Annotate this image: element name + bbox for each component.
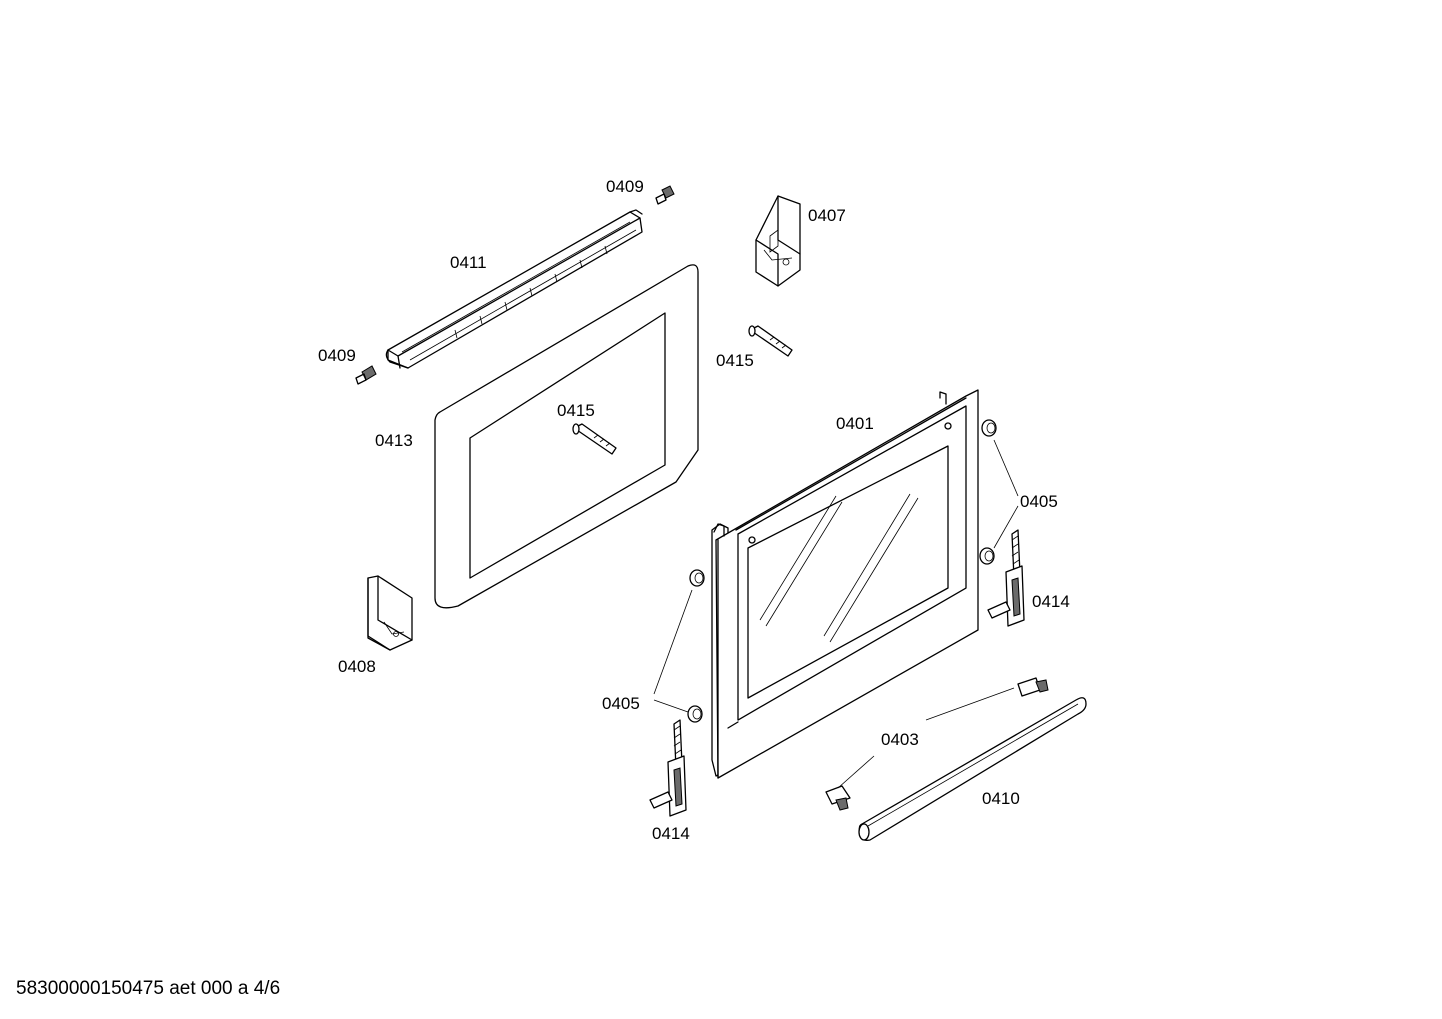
screw-top <box>655 185 675 205</box>
leader-lines <box>653 439 1019 789</box>
label-0407: 0407 <box>808 206 846 225</box>
handle-cap-left <box>825 785 851 811</box>
bolt-upper <box>748 325 793 357</box>
label-0409-left: 0409 <box>318 346 356 365</box>
label-0415-center: 0415 <box>557 401 595 420</box>
label-0405-right: 0405 <box>1020 492 1058 511</box>
hinge-right <box>987 529 1025 627</box>
inner-glass-panel <box>434 264 699 609</box>
label-0413: 0413 <box>375 431 413 450</box>
label-0415-upper: 0415 <box>716 351 754 370</box>
handle-cap-right <box>1017 677 1049 697</box>
label-0405-left: 0405 <box>602 694 640 713</box>
bushing-upper-right <box>981 419 997 437</box>
bushing-lower-left <box>687 705 703 723</box>
label-0410: 0410 <box>982 789 1020 808</box>
bushing-upper-left <box>689 569 705 587</box>
screw-left <box>355 365 377 385</box>
label-0414-right: 0414 <box>1032 592 1070 611</box>
label-0408: 0408 <box>338 657 376 676</box>
upper-bracket <box>755 195 801 287</box>
label-0403: 0403 <box>881 730 919 749</box>
drawing-reference-code: 58300000150475 aet 000 a 4/6 <box>16 978 281 999</box>
lower-bracket <box>367 575 413 651</box>
label-0414-left: 0414 <box>652 824 690 843</box>
door-handle <box>858 697 1087 841</box>
label-0411: 0411 <box>450 253 487 272</box>
label-0401: 0401 <box>836 414 874 433</box>
bolt-center <box>572 423 617 455</box>
bushing-mid-right <box>979 547 995 565</box>
label-0409-top: 0409 <box>606 177 644 196</box>
outer-door <box>711 389 979 779</box>
hinge-left <box>649 719 687 817</box>
top-trim-strip <box>385 209 643 369</box>
